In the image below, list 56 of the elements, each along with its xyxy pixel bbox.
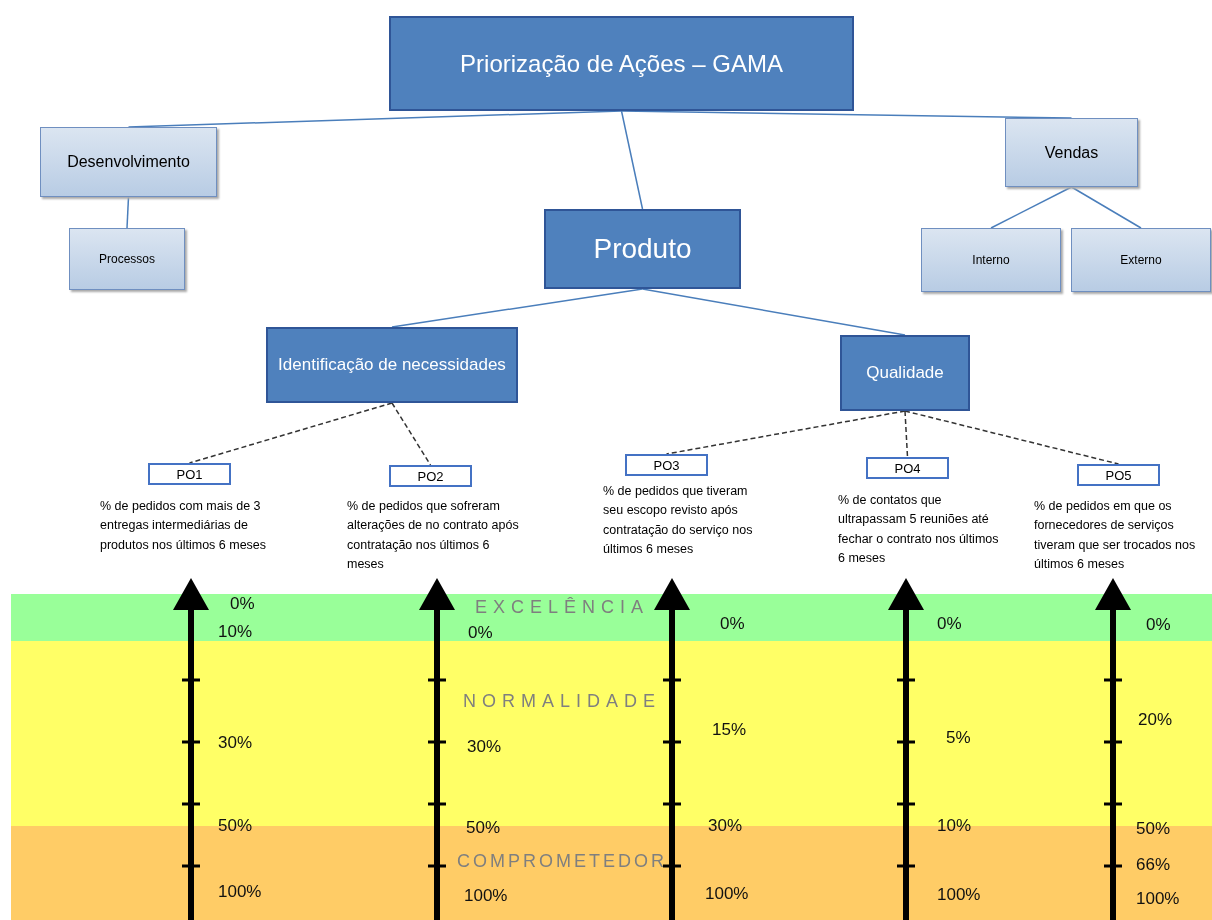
percent-label: 30% — [708, 816, 743, 836]
percent-label: 100% — [705, 884, 749, 904]
connector-line — [620, 110, 644, 210]
dashed-connector — [665, 410, 906, 455]
indicator-box: PO1 — [148, 463, 231, 485]
dashed-connector — [188, 402, 393, 464]
indicator-description: % de pedidos que tiveram seu escopo revisto após contratação do serviço nos últimos 6 meses — [603, 483, 754, 559]
connector-line — [641, 288, 906, 336]
zone-label: COMPROMETEDOR — [456, 851, 668, 872]
percent-label: 0% — [937, 614, 962, 634]
dashed-connector — [391, 402, 432, 466]
percent-label: 20% — [1138, 710, 1173, 730]
percent-label: 15% — [712, 720, 747, 740]
percent-label: 0% — [1146, 615, 1171, 635]
subtopic-box: Vendas — [1005, 118, 1138, 187]
zone-band — [11, 594, 1212, 641]
percent-label: 50% — [1136, 819, 1171, 839]
connector-line — [1070, 186, 1142, 229]
zone-label: EXCELÊNCIA — [473, 597, 650, 618]
percent-label: 0% — [468, 623, 493, 643]
percent-label: 100% — [464, 886, 508, 906]
dashed-connector — [904, 410, 1120, 465]
subtopic-box: Processos — [69, 228, 185, 290]
percent-label: 100% — [937, 885, 981, 905]
topic-box: Priorização de Ações – GAMA — [389, 16, 854, 111]
percent-label: 30% — [218, 733, 253, 753]
zone-label: NORMALIDADE — [462, 691, 662, 712]
percent-label: 50% — [466, 818, 501, 838]
subtopic-box: Desenvolvimento — [40, 127, 217, 197]
indicator-box: PO4 — [866, 457, 949, 479]
indicator-description: % de pedidos que sofreram alterações de no contrato após contratação nos últimos 6 meses — [347, 498, 519, 574]
indicator-box: PO2 — [389, 465, 472, 487]
connector-line — [126, 196, 130, 229]
connector-line — [990, 186, 1073, 229]
percent-label: 10% — [937, 816, 972, 836]
percent-label: 66% — [1136, 855, 1171, 875]
dashed-connector — [904, 410, 909, 458]
indicator-description: % de pedidos com mais de 3 entregas intermediárias de produtos nos últimos 6 meses — [100, 498, 268, 554]
percent-label: 5% — [946, 728, 971, 748]
topic-box: Identificação de necessidades — [266, 327, 518, 403]
indicator-box: PO5 — [1077, 464, 1160, 486]
topic-box: Produto — [544, 209, 741, 289]
percent-label: 100% — [218, 882, 262, 902]
indicator-box: PO3 — [625, 454, 708, 476]
subtopic-box: Externo — [1071, 228, 1211, 292]
connector-line — [391, 288, 644, 328]
percent-label: 0% — [230, 594, 255, 614]
percent-label: 100% — [1136, 889, 1180, 909]
percent-label: 0% — [720, 614, 745, 634]
indicator-description: % de pedidos em que os fornecedores de serviços tiveram que ser trocados nos últimos 6 meses — [1034, 498, 1197, 574]
percent-label: 50% — [218, 816, 253, 836]
percent-label: 30% — [467, 737, 502, 757]
percent-label: 10% — [218, 622, 253, 642]
topic-box: Qualidade — [840, 335, 970, 411]
subtopic-box: Interno — [921, 228, 1061, 292]
indicator-description: % de contatos que ultrapassam 5 reuniões até fechar o contrato nos últimos 6 meses — [838, 492, 1000, 568]
